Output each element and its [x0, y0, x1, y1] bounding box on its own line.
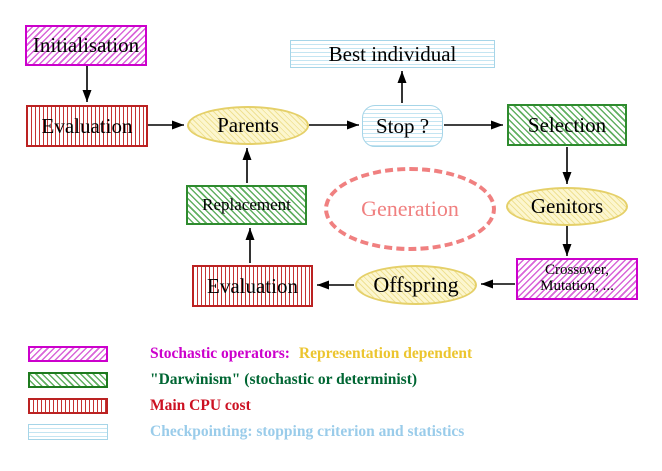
- legend-text-stochastic: Stochastic operators:: [150, 345, 290, 362]
- legend-text-checkpointing: Checkpointing: stopping criterion and st…: [150, 423, 465, 440]
- legend-text-representation: Representation dependent: [298, 345, 473, 362]
- node-crossover-line2: Mutation, ...: [540, 278, 614, 294]
- node-best-individual-label: Best individual: [328, 41, 457, 66]
- node-crossover-mutation: Crossover, Mutation, ...: [516, 258, 638, 300]
- node-selection-label: Selection: [527, 112, 607, 137]
- legend-swatch-cpu-cost: [28, 398, 108, 414]
- node-initialisation: Initialisation: [25, 25, 147, 66]
- node-parents-label: Parents: [217, 113, 279, 138]
- legend-label-stochastic: Stochastic operators: Representation depe…: [150, 345, 472, 363]
- legend-row-darwinism: "Darwinism" (stochastic or determinist): [28, 371, 417, 389]
- legend-label-checkpointing: Checkpointing: stopping criterion and st…: [150, 423, 464, 441]
- node-evaluation-top-label: Evaluation: [41, 113, 133, 138]
- node-replacement: Replacement: [186, 185, 307, 225]
- node-stop: Stop ?: [362, 105, 443, 147]
- node-crossover-line1: Crossover,: [545, 262, 609, 279]
- generation-loop-ellipse: Generation: [324, 167, 496, 251]
- legend-swatch-darwinism: [28, 372, 108, 388]
- node-evaluation-bottom: Evaluation: [192, 265, 313, 307]
- node-best-individual: Best individual: [290, 40, 495, 68]
- legend-text-cpu-cost: Main CPU cost: [150, 397, 251, 414]
- node-genitors-label: Genitors: [530, 194, 604, 219]
- node-stop-label: Stop ?: [375, 113, 430, 138]
- legend-swatch-stochastic-operators: [28, 346, 108, 362]
- generation-label: Generation: [361, 196, 459, 221]
- legend-row-cpu-cost: Main CPU cost: [28, 397, 251, 415]
- legend-row-stochastic: Stochastic operators: Representation depe…: [28, 345, 472, 363]
- node-initialisation-label: Initialisation: [32, 33, 140, 58]
- legend-row-checkpointing: Checkpointing: stopping criterion and st…: [28, 423, 464, 441]
- legend-text-darwinism: "Darwinism" (stochastic or determinist): [150, 371, 418, 388]
- legend-swatch-checkpointing: [28, 424, 108, 440]
- node-offspring: Offspring: [355, 265, 477, 305]
- node-evaluation-bottom-label: Evaluation: [207, 273, 298, 298]
- legend-label-cpu-cost: Main CPU cost: [150, 397, 251, 415]
- node-replacement-label: Replacement: [202, 195, 291, 215]
- node-offspring-label: Offspring: [373, 272, 459, 298]
- node-evaluation-top: Evaluation: [26, 105, 148, 147]
- node-selection: Selection: [507, 104, 627, 146]
- node-parents: Parents: [187, 106, 309, 145]
- node-genitors: Genitors: [506, 187, 628, 226]
- legend-label-darwinism: "Darwinism" (stochastic or determinist): [150, 371, 417, 389]
